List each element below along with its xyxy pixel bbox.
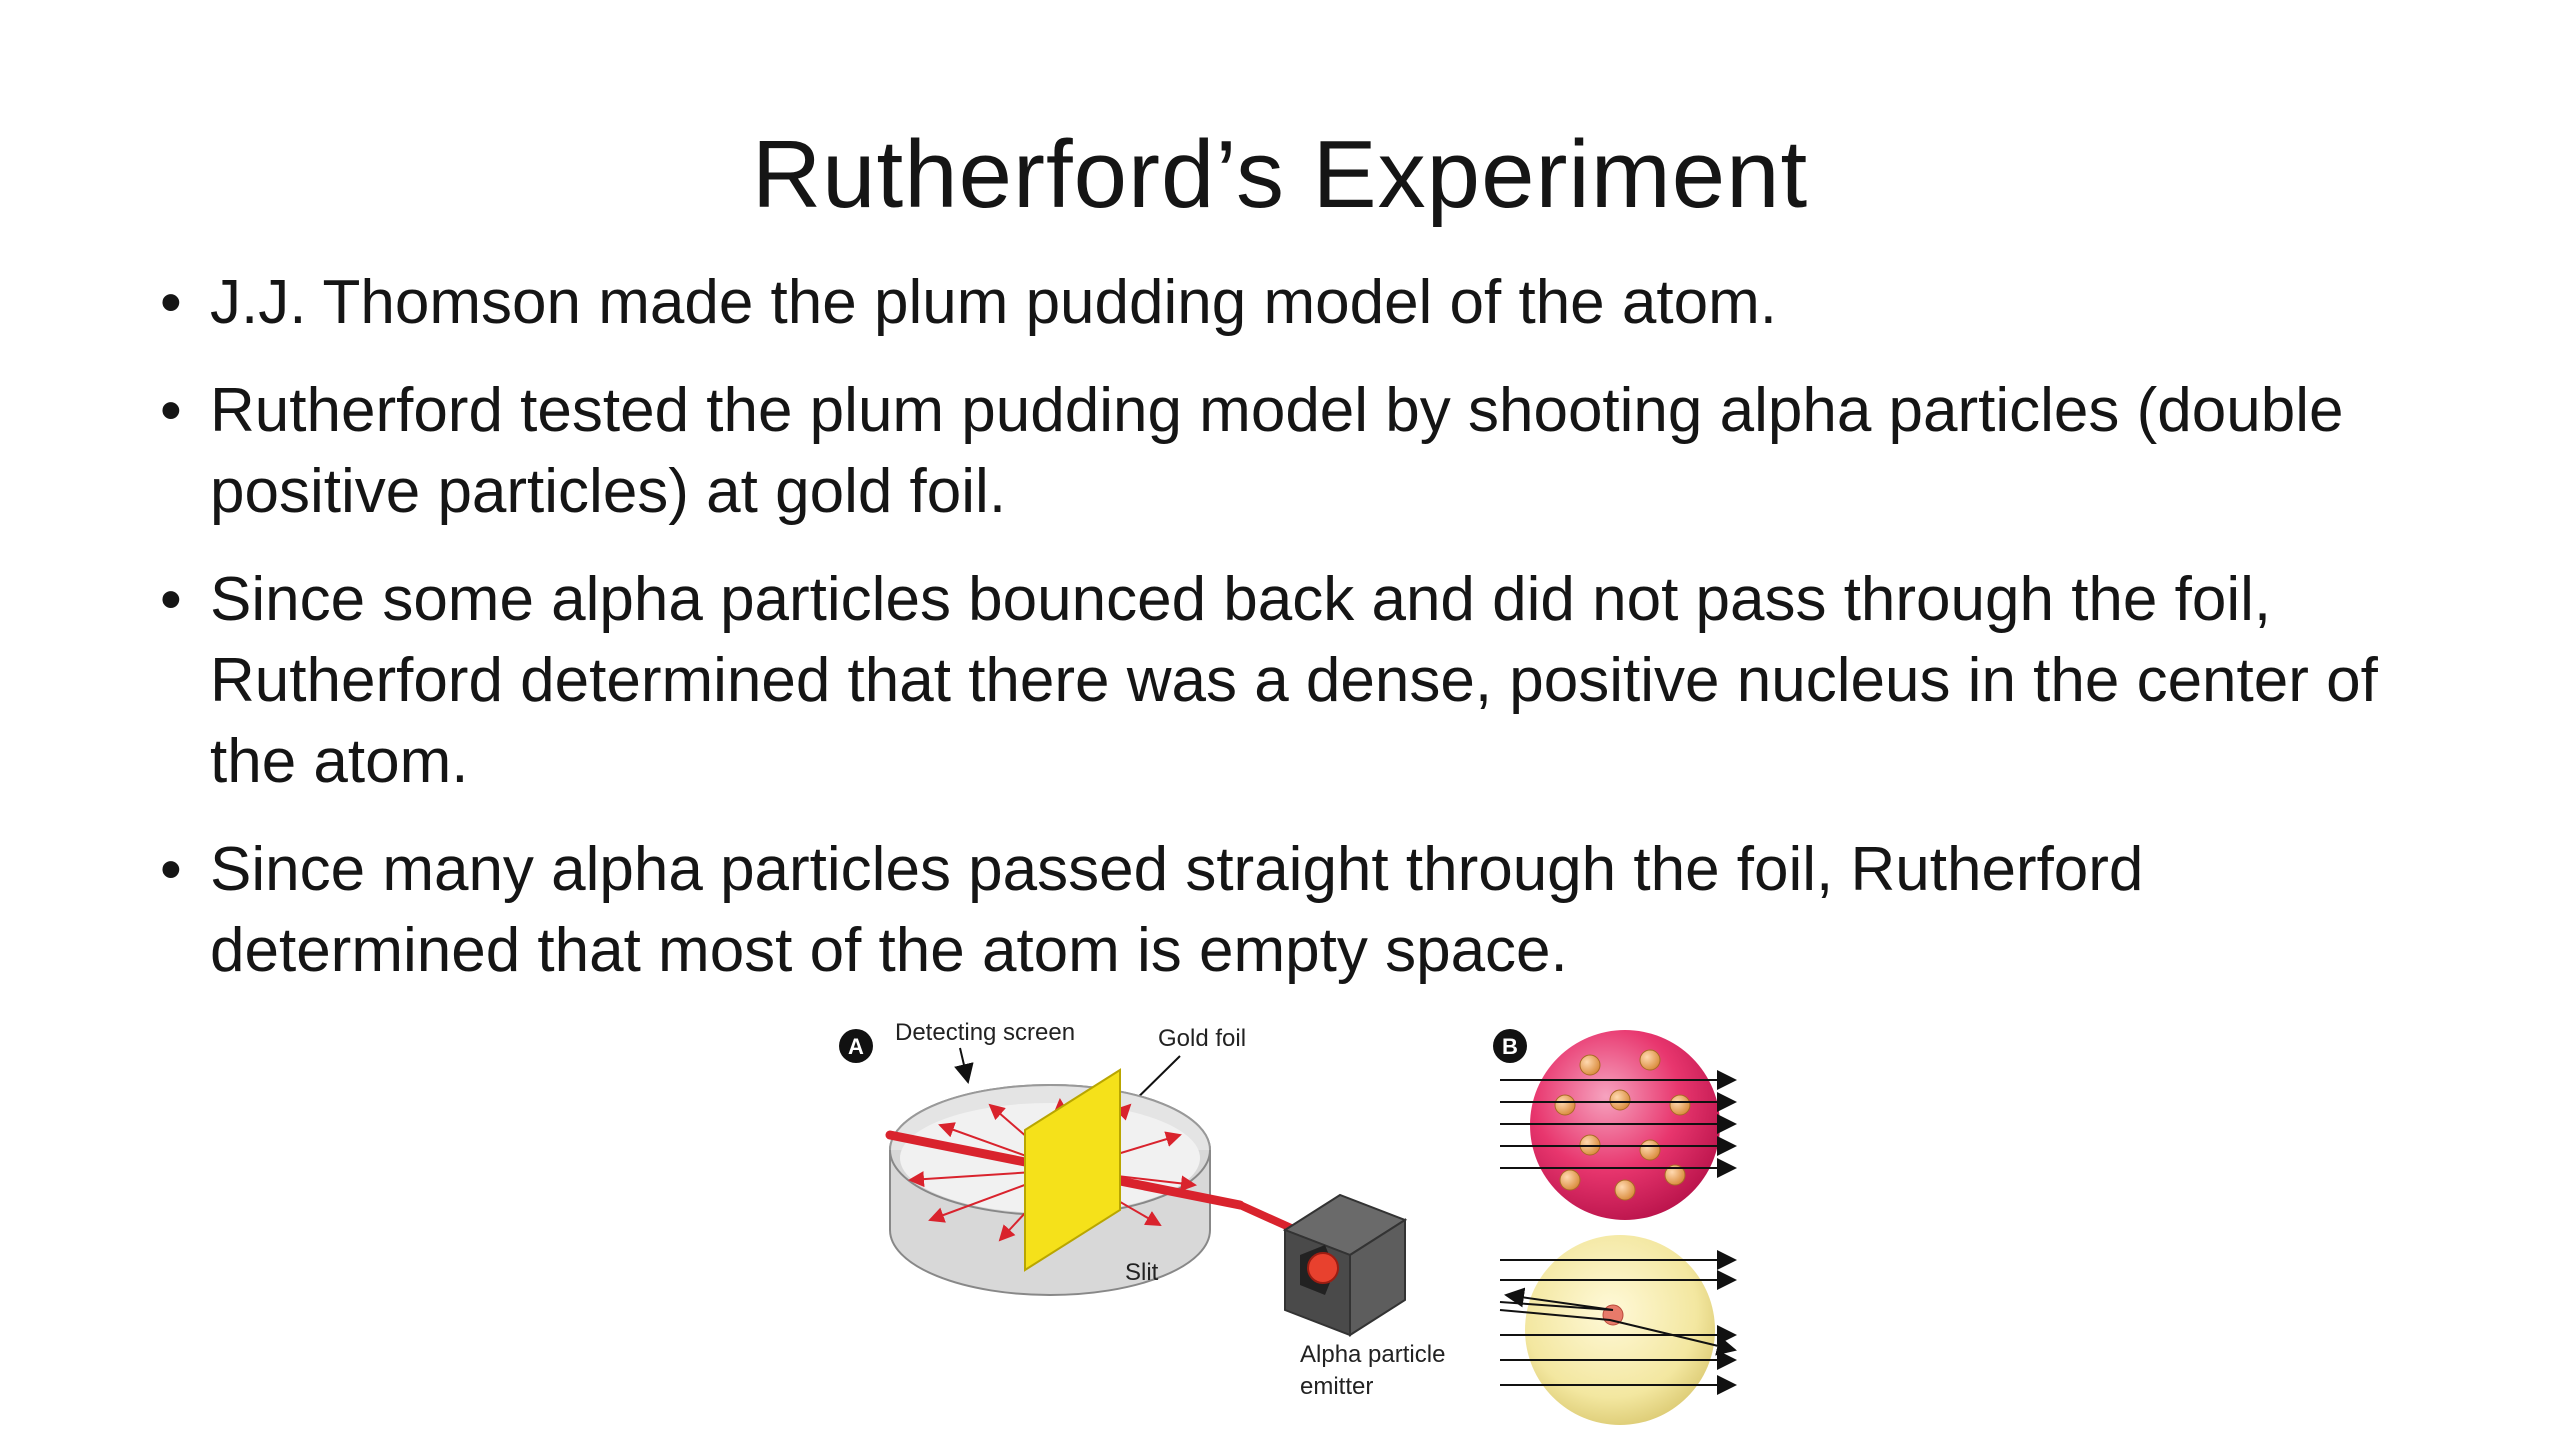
nuclear-atom [1525, 1235, 1715, 1425]
bullet-icon: • [160, 565, 182, 634]
bullet-item: • J.J. Thomson made the plum pudding mode… [160, 262, 2420, 343]
rutherford-figure: A Detecting screen Gold foil [839, 1019, 1737, 1425]
plum-arrows [1500, 1070, 1737, 1178]
nuclear-arrows [1499, 1250, 1737, 1395]
emitter-label-line2: emitter [1300, 1373, 1373, 1400]
bullet-icon: • [160, 268, 182, 337]
bullet-text: Rutherford tested the plum pudding model… [210, 376, 2344, 526]
bullet-icon: • [160, 376, 182, 445]
bullet-text: Since some alpha particles bounced back … [210, 565, 2378, 796]
slide-title: Rutherford’s Experiment [751, 121, 1809, 228]
bullet-text: Since many alpha particles passed straig… [210, 835, 2144, 985]
panel-a: A Detecting screen Gold foil [839, 1019, 1445, 1400]
panel-a-badge [839, 1029, 873, 1063]
slit-label: Slit [1125, 1259, 1159, 1286]
bullet-icon: • [160, 835, 182, 904]
bullet-item: • Rutherford tested the plum pudding mode… [160, 370, 2420, 532]
bullet-item: • Since many alpha particles passed strai… [160, 829, 2420, 991]
alpha-emitter [1282, 1193, 1408, 1337]
electrons [1554, 1049, 1691, 1201]
bullet-text: J.J. Thomson made the plum pudding model… [210, 268, 1777, 337]
detecting-screen-label: Detecting screen [895, 1019, 1075, 1046]
panel-b: B [1493, 1029, 1737, 1425]
gold-foil-label: Gold foil [1158, 1025, 1246, 1052]
bullet-item: • Since some alpha particles bounced back… [160, 559, 2420, 802]
panel-b-letter: B [1502, 1034, 1518, 1059]
detecting-screen-pointer [954, 1047, 974, 1084]
panel-a-letter: A [848, 1034, 864, 1059]
emitter-label-line1: Alpha particle [1300, 1341, 1445, 1368]
gold-foil [1024, 1068, 1121, 1272]
panel-b-badge [1493, 1029, 1527, 1063]
bullet-list: • J.J. Thomson made the plum pudding mode… [160, 262, 2420, 1018]
